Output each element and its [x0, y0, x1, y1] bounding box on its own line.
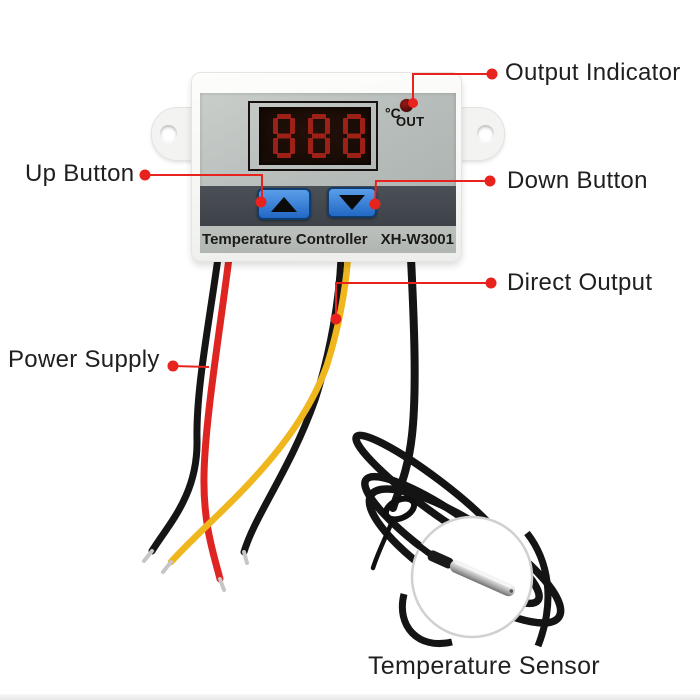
lcd-display — [259, 107, 371, 165]
device-title: Temperature Controller — [202, 231, 368, 248]
label-down-button: Down Button — [507, 167, 648, 194]
mounting-ear-left — [151, 107, 197, 161]
title-strip: Temperature Controller XH-W3001 — [200, 226, 456, 253]
label-direct-output: Direct Output — [507, 269, 653, 296]
probe-tip — [509, 589, 514, 593]
label-temperature-sensor: Temperature Sensor — [368, 652, 600, 680]
down-arrow-icon — [339, 195, 365, 210]
output-led-label: OUT — [396, 114, 425, 129]
display-frame — [248, 101, 378, 171]
down-button[interactable] — [327, 187, 377, 218]
power-red-wire — [200, 254, 233, 583]
power-black-wire — [148, 254, 222, 555]
cable-knot — [370, 495, 418, 571]
wire-tips — [142, 549, 249, 592]
mounting-hole-right — [477, 125, 494, 142]
label-power-supply: Power Supply — [8, 346, 160, 373]
up-button[interactable] — [257, 188, 311, 220]
mounting-ear-right — [459, 107, 505, 161]
unit-label: °C — [385, 105, 401, 121]
up-arrow-icon — [271, 196, 297, 212]
seven-segment-digits — [273, 114, 365, 158]
device-model: XH-W3001 — [380, 231, 454, 248]
photo-bottom-edge — [0, 694, 700, 700]
mounting-hole-left — [160, 125, 177, 142]
label-up-button: Up Button — [25, 160, 135, 187]
sensor-probe — [427, 550, 516, 597]
label-output-indicator: Output Indicator — [505, 59, 681, 86]
